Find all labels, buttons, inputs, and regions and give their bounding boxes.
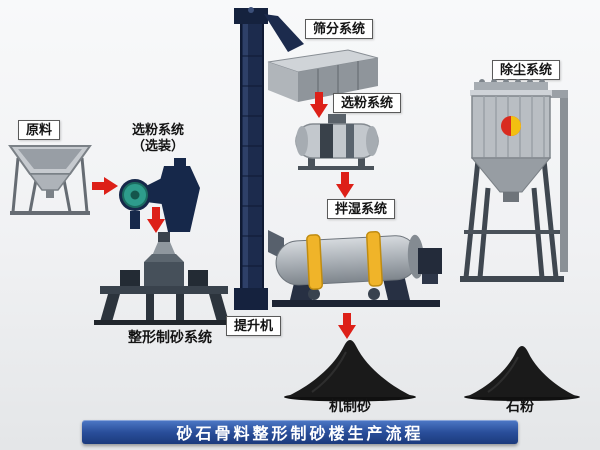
powder-selection-machine-illustration: [295, 114, 379, 170]
flow-arrow-down-icon: [336, 172, 354, 198]
raw-material-hopper-illustration: [8, 145, 92, 215]
flow-arrow-down-icon: [310, 92, 328, 118]
title-banner-text: 砂石骨料整形制砂楼生产流程: [176, 426, 424, 443]
title-banner: 砂石骨料整形制砂楼生产流程: [82, 420, 518, 444]
machine-sand-pile-illustration: [284, 340, 416, 402]
wet-mixing-drum-illustration: [268, 230, 442, 307]
flow-arrow-right-icon: [92, 177, 118, 195]
shaping-sand-machine-illustration: [94, 232, 235, 325]
raw-material-label: 原料: [18, 120, 61, 141]
shaping-sand-label: 整形制砂系统: [128, 329, 212, 345]
elevator-label: 提升机: [226, 316, 282, 337]
powder-system-label: 选粉系统: [333, 93, 402, 114]
powder-optional-label: 选粉系统 （选装）: [131, 122, 184, 154]
wet-mixing-label: 拌湿系统: [327, 199, 396, 220]
stone-powder-pile-illustration: [464, 346, 580, 401]
bucket-elevator-illustration: [234, 7, 268, 310]
stone-powder-label: 石粉: [506, 398, 534, 414]
screening-label: 筛分系统: [305, 19, 374, 40]
powder-optional-classifier-illustration: [119, 158, 200, 232]
dust-removal-label: 除尘系统: [492, 60, 561, 81]
elevator-discharge-chute-illustration: [264, 14, 304, 52]
flow-arrow-down-icon: [147, 207, 165, 233]
flow-arrow-down-icon: [338, 313, 356, 339]
machine-sand-label: 机制砂: [329, 398, 371, 414]
screening-system-illustration: [267, 49, 379, 102]
dust-collector-illustration: [460, 79, 568, 282]
